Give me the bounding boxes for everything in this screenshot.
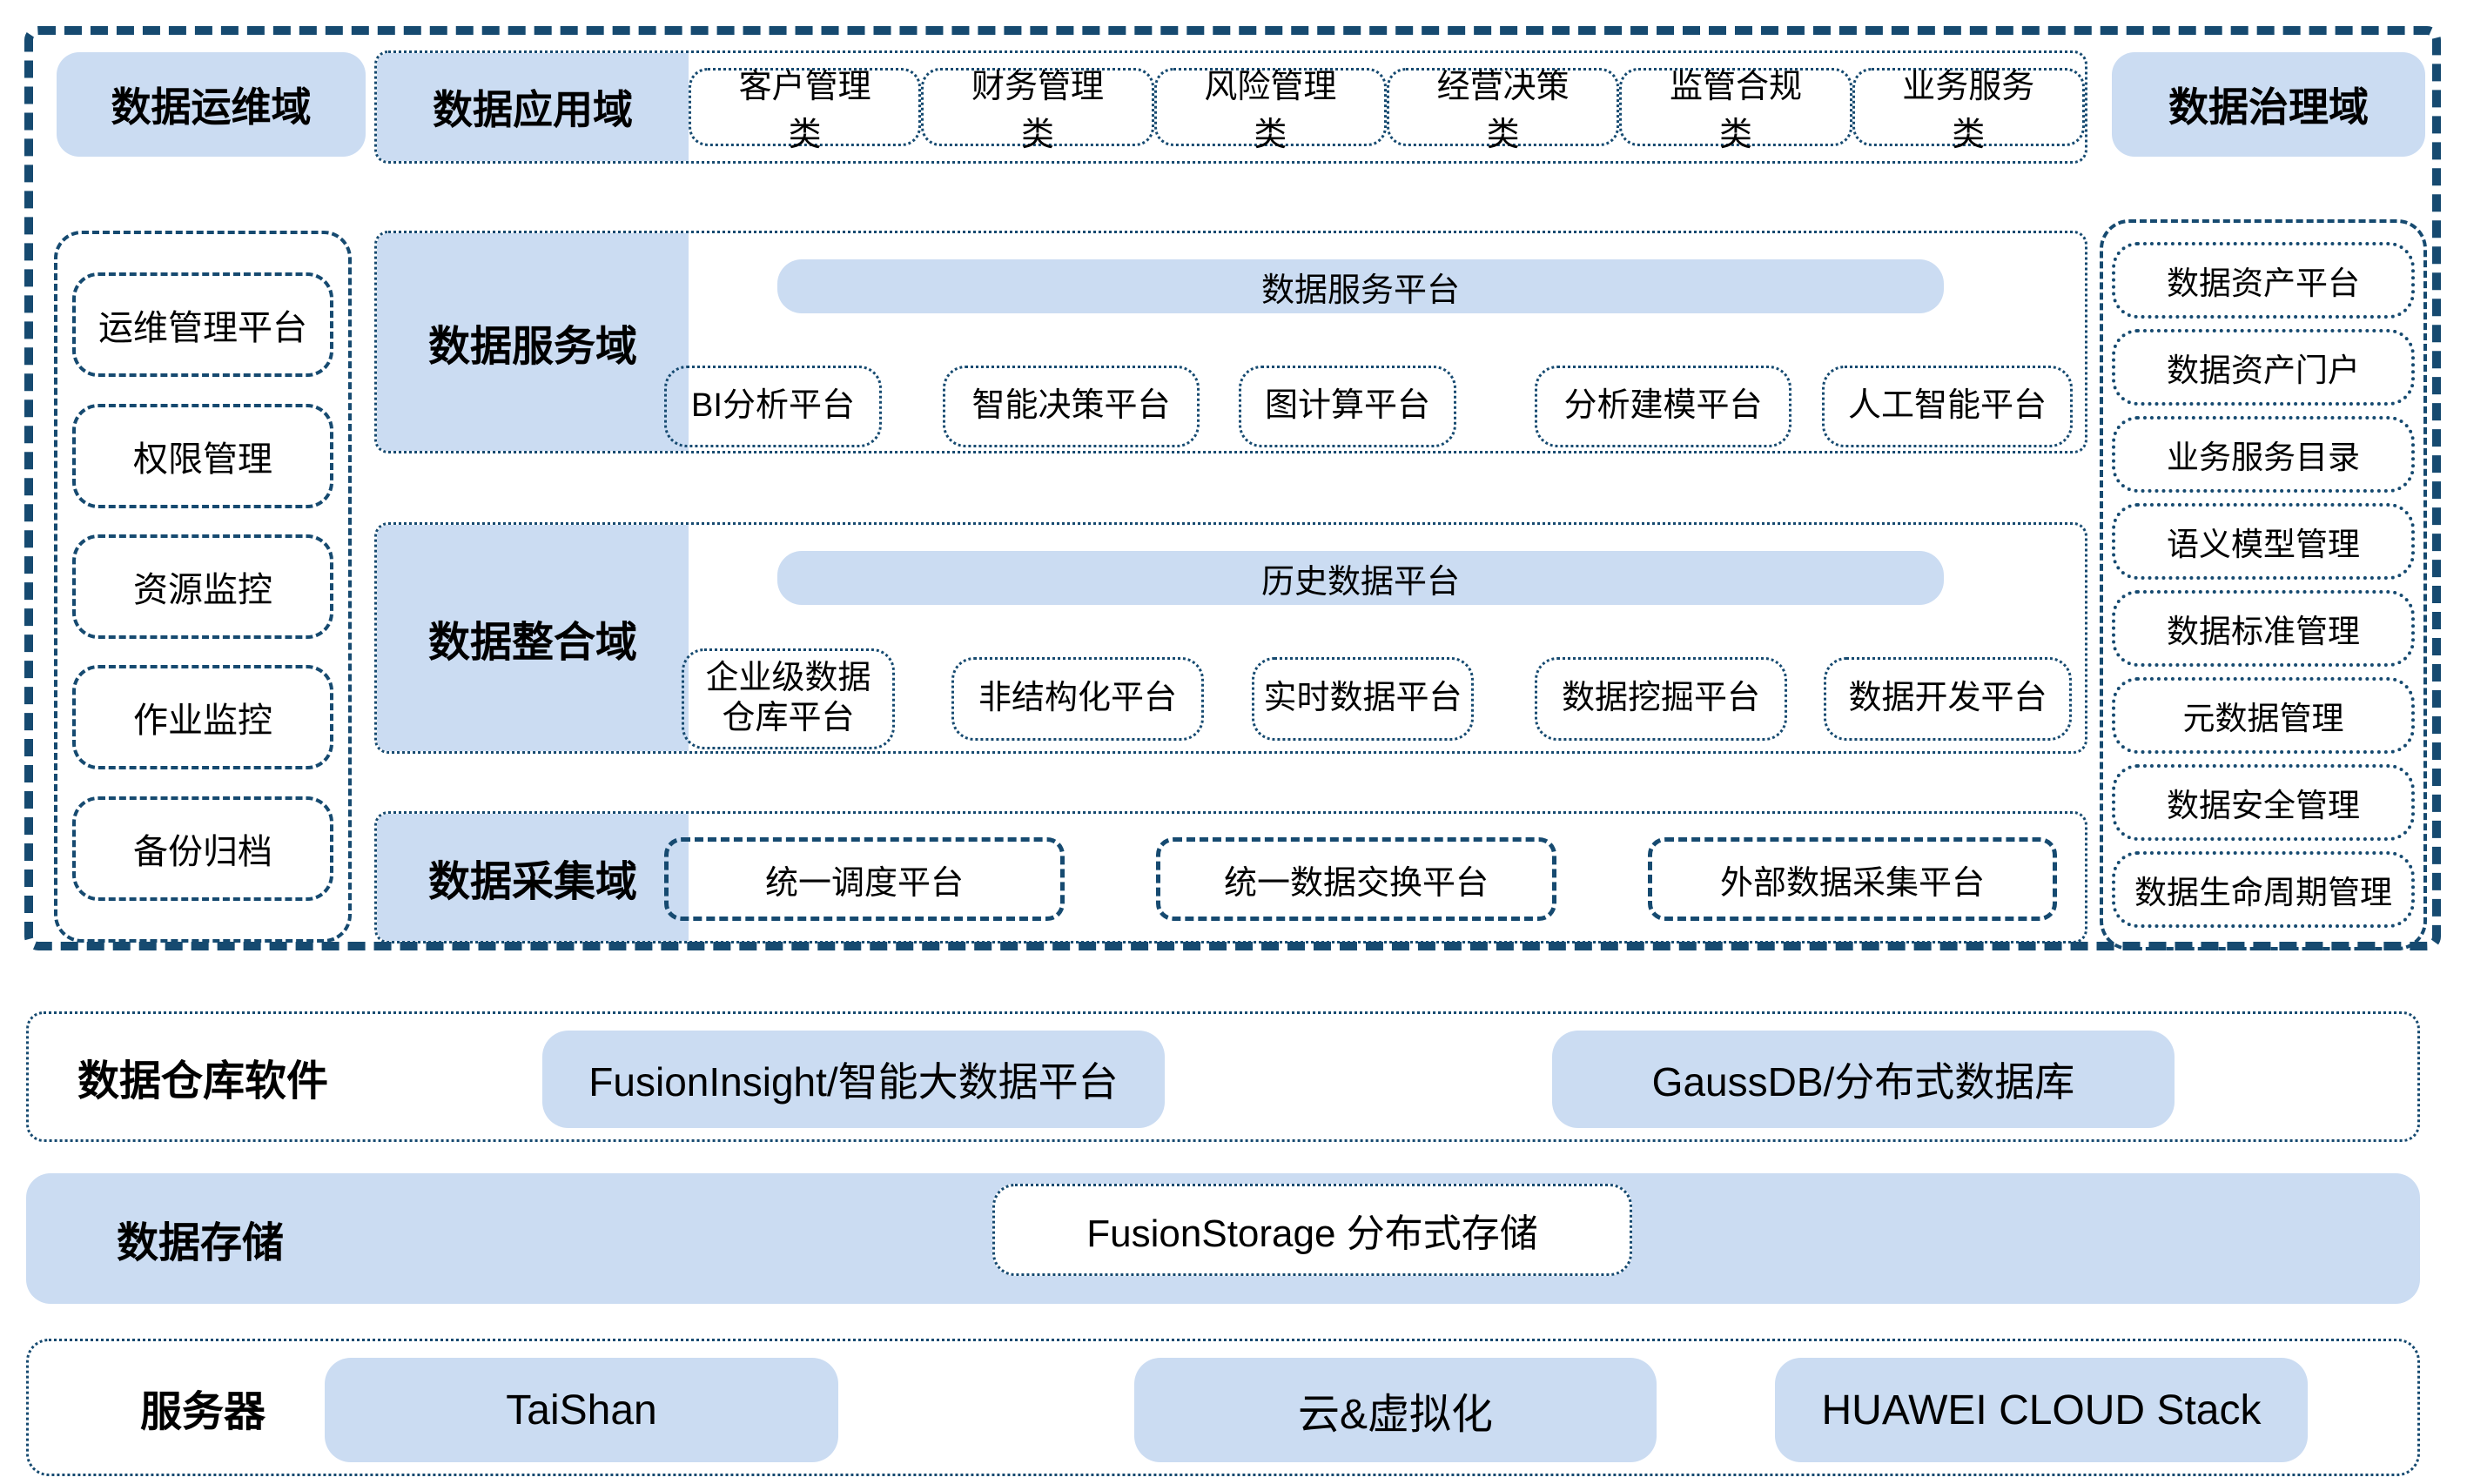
integration-item-box: 数据开发平台 [1824,657,2072,741]
data-storage-row: 数据存储 FusionStorage 分布式存储 [26,1173,2420,1304]
collection-domain-title: 数据采集域 [377,814,689,941]
warehouse-software-row: 数据仓库软件 FusionInsight/智能大数据平台 GaussDB/分布式… [26,1011,2420,1142]
taishan-pill: TaiShan [325,1358,838,1462]
ops-panel: 运维管理平台 权限管理 资源监控 作业监控 备份归档 [54,231,352,943]
governance-item-box: 元数据管理 [2112,677,2415,754]
service-domain-panel: 数据服务域 数据服务平台 BI分析平台 智能决策平台 图计算平台 分析建模平台 … [374,231,2087,453]
governance-panel: 数据资产平台 数据资产门户 业务服务目录 语义模型管理 数据标准管理 元数据管理… [2100,219,2427,950]
service-item-box: 分析建模平台 [1535,366,1791,447]
gaussdb-pill: GaussDB/分布式数据库 [1552,1031,2175,1128]
storage-row-title: 数据存储 [116,1220,284,1266]
integration-item-box: 数据挖掘平台 [1535,657,1787,741]
integration-item-box: 实时数据平台 [1252,657,1474,741]
integration-item-box: 企业级数据仓库平台 [682,648,895,749]
ops-item-box: 资源监控 [72,534,333,639]
governance-domain-title: 数据治理域 [2112,52,2425,157]
collection-item-box: 统一数据交换平台 [1156,837,1556,921]
ops-item-box: 运维管理平台 [72,272,333,378]
fusionstorage-box: FusionStorage 分布式存储 [992,1184,1632,1276]
governance-item-box: 数据标准管理 [2112,590,2415,667]
app-category-box: 财务管理类 [921,68,1154,153]
ops-item-box: 权限管理 [72,403,333,508]
app-category-box: 客户管理类 [689,68,922,153]
history-data-banner: 历史数据平台 [777,551,1944,605]
collection-domain-panel: 数据采集域 统一调度平台 统一数据交换平台 外部数据采集平台 [374,811,2087,943]
cloud-virtualization-pill: 云&虚拟化 [1134,1358,1657,1462]
app-domain-items: 客户管理类 财务管理类 风险管理类 经营决策类 监管合规类 业务服务类 [689,53,2085,161]
service-item-box: 人工智能平台 [1822,366,2073,447]
ops-item-box: 备份归档 [72,796,333,901]
huawei-cloud-stack-pill: HUAWEI CLOUD Stack [1775,1358,2308,1462]
collection-item-box: 外部数据采集平台 [1648,837,2057,921]
integration-domain-title: 数据整合域 [377,525,689,751]
warehouse-row-title: 数据仓库软件 [77,1058,328,1105]
governance-item-box: 业务服务目录 [2112,416,2415,493]
server-row-title: 服务器 [139,1389,266,1435]
ops-item-box: 作业监控 [72,665,333,770]
app-category-box: 经营决策类 [1386,68,1620,153]
service-item-box: BI分析平台 [664,366,882,447]
app-category-box: 监管合规类 [1619,68,1852,153]
service-item-box: 图计算平台 [1239,366,1456,447]
governance-item-box: 语义模型管理 [2112,503,2415,580]
ops-domain-title: 数据运维域 [57,52,366,157]
integration-domain-panel: 数据整合域 历史数据平台 企业级数据仓库平台 非结构化平台 实时数据平台 数据挖… [374,522,2087,754]
governance-item-box: 数据资产门户 [2112,329,2415,406]
app-domain-title: 数据应用域 [377,53,689,161]
governance-item-box: 数据资产平台 [2112,242,2415,319]
integration-item-box: 非结构化平台 [951,657,1204,741]
server-row: 服务器 TaiShan 云&虚拟化 HUAWEI CLOUD Stack [26,1339,2420,1476]
platform-outer-frame: 数据运维域 数据应用域 客户管理类 财务管理类 风险管理类 经营决策类 监管合规… [24,26,2441,950]
governance-item-box: 数据安全管理 [2112,764,2415,841]
service-domain-title: 数据服务域 [377,233,689,451]
service-item-box: 智能决策平台 [943,366,1200,447]
collection-item-box: 统一调度平台 [664,837,1065,921]
app-category-box: 风险管理类 [1153,68,1387,153]
app-category-box: 业务服务类 [1852,68,2085,153]
app-domain-band: 数据应用域 客户管理类 财务管理类 风险管理类 经营决策类 监管合规类 业务服务… [374,50,2087,164]
service-platform-banner: 数据服务平台 [777,259,1944,313]
fusioninsight-pill: FusionInsight/智能大数据平台 [542,1031,1165,1128]
governance-item-box: 数据生命周期管理 [2112,851,2415,928]
